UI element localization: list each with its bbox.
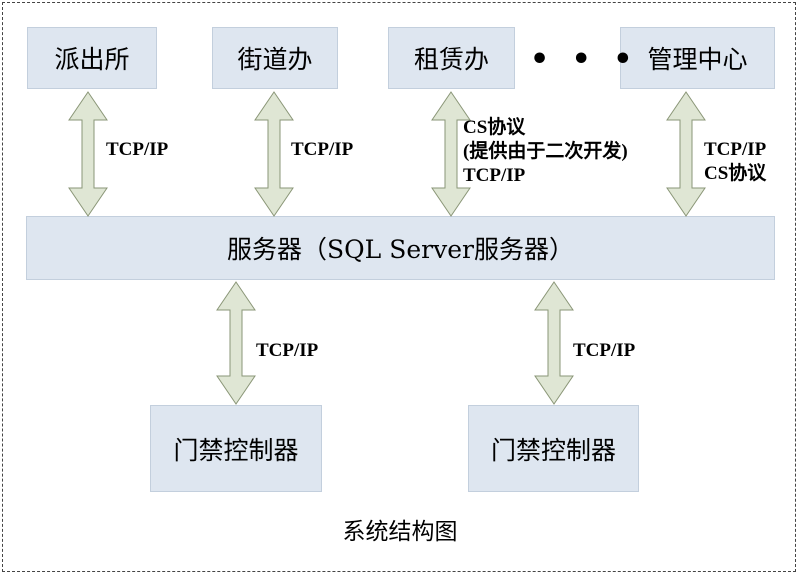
server-label: 服务器（SQL Server服务器） <box>227 235 574 264</box>
link-label-door-right: TCP/IP <box>573 340 636 361</box>
node-label: 门禁控制器 <box>173 435 299 465</box>
arrow-zulinban <box>431 91 471 217</box>
link-label-door-left: TCP/IP <box>256 340 319 361</box>
node-guanli-zhongxin: 管理中心 <box>620 27 775 89</box>
node-label: 派出所 <box>54 45 130 74</box>
node-label: 街道办 <box>237 45 313 74</box>
diagram-caption: 系统结构图 <box>342 519 458 545</box>
node-label: 管理中心 <box>647 45 748 74</box>
node-door-controller-left: 门禁控制器 <box>150 405 322 492</box>
node-door-controller-right: 门禁控制器 <box>468 405 639 492</box>
link-label-guanli: TCP/IP CS协议 <box>704 139 767 184</box>
server-box: 服务器（SQL Server服务器） <box>26 216 775 280</box>
link-label-jiedaoban: TCP/IP <box>291 139 354 160</box>
node-paichusuo: 派出所 <box>27 27 157 89</box>
node-label: 门禁控制器 <box>490 435 616 465</box>
link-label-paichusuo: TCP/IP <box>106 139 169 160</box>
arrow-jiedaoban <box>254 91 294 217</box>
node-zulinban: 租赁办 <box>388 27 515 89</box>
arrow-paichusuo <box>68 91 108 217</box>
link-label-zulinban: CS协议 (提供由于二次开发) TCP/IP <box>463 117 628 186</box>
ellipsis: • • • <box>530 42 639 77</box>
node-jiedaoban: 街道办 <box>212 27 338 89</box>
node-label: 租赁办 <box>413 45 489 74</box>
arrow-guanli <box>666 91 706 217</box>
arrow-door-left <box>216 281 256 405</box>
arrow-door-right <box>534 281 574 405</box>
